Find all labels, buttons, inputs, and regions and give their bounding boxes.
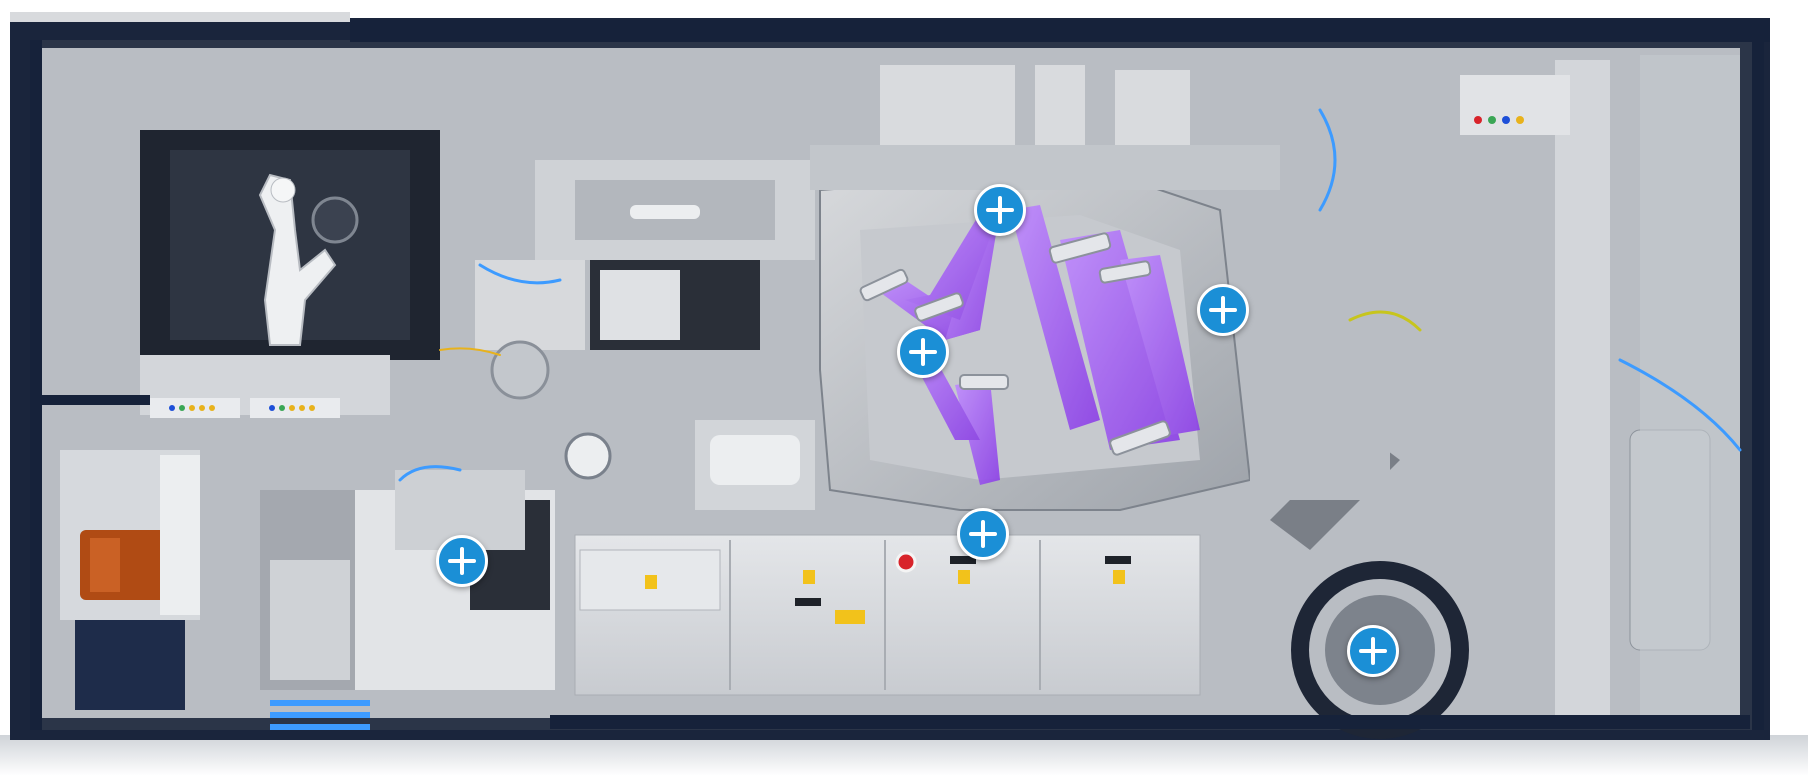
mid-light-block [600, 270, 680, 340]
right-support-block [1250, 380, 1390, 500]
source-vessel-ring [1291, 561, 1469, 739]
hotspot-right-module-button[interactable] [1197, 284, 1249, 336]
floor-reflection [0, 735, 1808, 776]
roof-beam [350, 20, 1770, 42]
warning-labels [645, 570, 1125, 624]
dome-highlight [90, 538, 120, 592]
blue-lights [270, 700, 370, 730]
gauge [564, 432, 612, 480]
hotspot-bottom-center-button[interactable] [957, 508, 1009, 560]
plus-icon [1209, 296, 1237, 324]
electronics-rack-a [880, 65, 1015, 150]
handler-base [75, 620, 185, 710]
robot-porthole [311, 196, 359, 244]
mid-left-block [475, 260, 585, 350]
indicator-lights [169, 405, 315, 411]
frame-columns [30, 40, 1764, 730]
right-cabinet [1640, 55, 1740, 715]
cabinet-slots [795, 556, 1131, 606]
hotspot-bottom-right-button[interactable] [1347, 625, 1399, 677]
plus-icon [448, 547, 476, 575]
plus-icon [969, 520, 997, 548]
hotspot-top-center-button[interactable] [974, 184, 1026, 236]
plus-icon [1359, 637, 1387, 665]
top-hood [810, 145, 1280, 190]
robot-arm [258, 173, 337, 346]
control-box-lights [1474, 116, 1524, 124]
electronics-rack-b [1035, 65, 1085, 150]
robot-joint [270, 177, 296, 203]
emergency-stop [895, 551, 917, 573]
wafer-table-top [710, 435, 800, 485]
gauge-hatch [490, 340, 550, 400]
top-ledge [10, 12, 350, 22]
plus-icon [986, 196, 1014, 224]
cable-bay-panel [270, 560, 350, 680]
plus-icon [909, 338, 937, 366]
hotspot-center-left-button[interactable] [897, 326, 949, 378]
control-box [1460, 75, 1570, 135]
upper-module-disc [630, 205, 700, 219]
electronics-rack-c [1115, 70, 1190, 150]
hotspot-left-module-button[interactable] [436, 535, 488, 587]
handler-column [160, 455, 200, 615]
mirrors [859, 232, 1171, 456]
cables [398, 108, 1742, 482]
right-tower [1555, 60, 1610, 720]
